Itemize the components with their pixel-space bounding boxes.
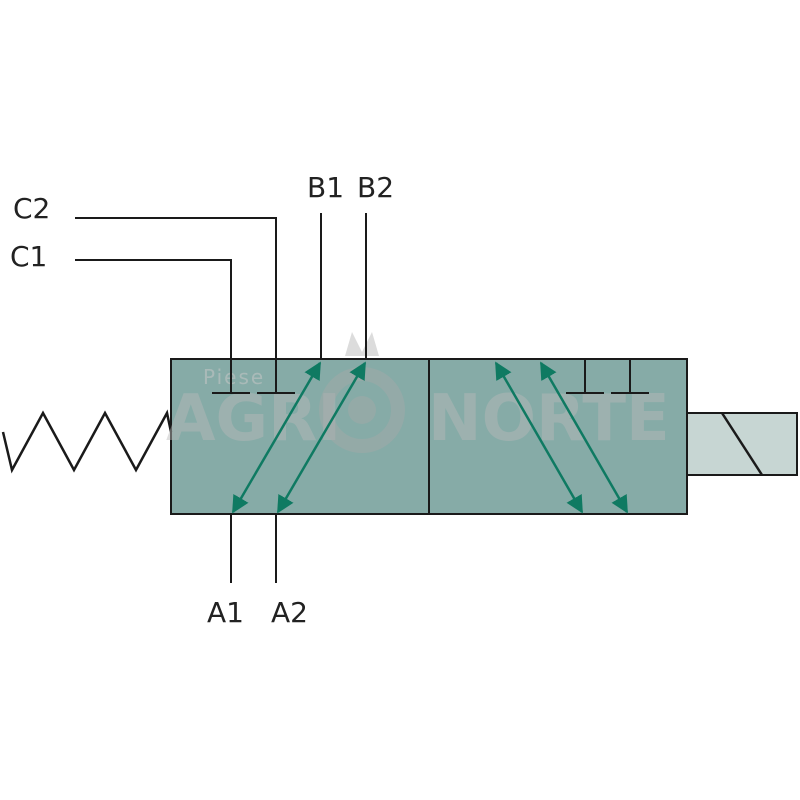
flow-arrow-cross-2 bbox=[539, 361, 629, 514]
port-label-b1: B1 bbox=[307, 171, 344, 204]
watermark-left-text: AGRI bbox=[166, 382, 341, 456]
actuator-diagonal bbox=[720, 412, 764, 476]
c2-line bbox=[75, 217, 277, 393]
flow-arrow-a2-b2 bbox=[276, 361, 367, 514]
port-lines bbox=[75, 213, 367, 583]
c1-line bbox=[75, 259, 232, 393]
port-label-b2: B2 bbox=[357, 171, 394, 204]
port-label-a2: A2 bbox=[271, 596, 308, 629]
spring-return bbox=[1, 409, 173, 474]
port-label-c2: C2 bbox=[13, 192, 50, 225]
port-label-c1: C1 bbox=[10, 240, 47, 273]
port-label-a1: A1 bbox=[207, 596, 244, 629]
flow-arrows bbox=[231, 361, 629, 514]
